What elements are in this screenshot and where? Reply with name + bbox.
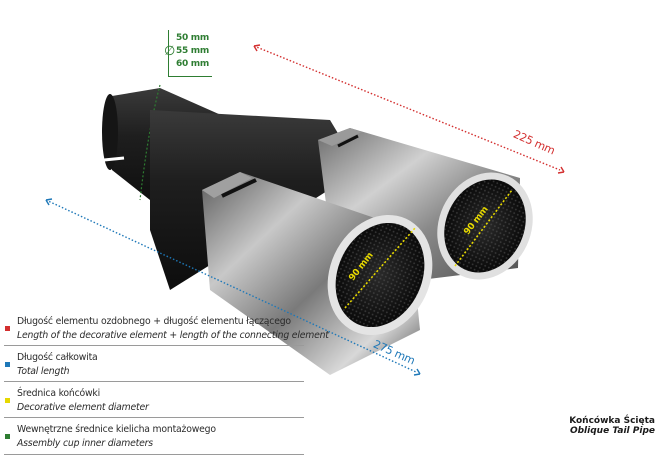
product-caption: Końcówka Ścięta Oblique Tail Pipe bbox=[569, 416, 655, 436]
legend-swatch-green bbox=[5, 434, 10, 439]
legend-item-red: Długość elementu ozdobnego + długość ele… bbox=[4, 313, 329, 346]
legend-swatch-yellow bbox=[5, 398, 10, 403]
diameter-bracket-base bbox=[168, 76, 212, 77]
diameter-bracket bbox=[168, 30, 169, 76]
legend-label-pl: Wewnętrzne średnice kielicha montażowego bbox=[17, 424, 216, 435]
tailpipe-left bbox=[202, 172, 433, 375]
legend-label-pl: Długość elementu ozdobnego + długość ele… bbox=[17, 316, 291, 327]
cup-diameter-value: 55 mm bbox=[176, 46, 209, 56]
tip-diameter-arrow-left bbox=[344, 227, 416, 309]
caption-pl: Końcówka Ścięta bbox=[569, 416, 655, 426]
legend: Długość elementu ozdobnego + długość ele… bbox=[4, 313, 329, 458]
legend-item-blue: Długość całkowita Total length bbox=[4, 349, 304, 382]
total-length-arrow bbox=[45, 199, 417, 373]
legend-label-en: Total length bbox=[17, 366, 70, 377]
legend-label-pl: Długość całkowita bbox=[17, 352, 98, 363]
legend-label-en: Length of the decorative element + lengt… bbox=[17, 330, 329, 341]
legend-label-en: Assembly cup inner diameters bbox=[17, 438, 153, 449]
cup-diameter-value: 50 mm bbox=[176, 33, 209, 43]
connecting-length-arrow bbox=[253, 45, 561, 171]
caption-en: Oblique Tail Pipe bbox=[569, 426, 655, 436]
cup-diameter-marker bbox=[139, 84, 161, 201]
legend-label-pl: Średnica końcówki bbox=[17, 388, 100, 399]
legend-swatch-red bbox=[5, 326, 10, 331]
diameter-symbol-icon: ∅ bbox=[164, 44, 176, 59]
legend-item-green: Wewnętrzne średnice kielicha montażowego… bbox=[4, 421, 304, 455]
product-diagram bbox=[45, 44, 565, 376]
legend-label-en: Decorative element diameter bbox=[17, 402, 149, 413]
legend-swatch-blue bbox=[5, 362, 10, 367]
inlet-opening bbox=[102, 94, 118, 170]
cup-diameters: 50 mm 55 mm 60 mm bbox=[176, 32, 209, 71]
legend-item-yellow: Średnica końcówki Decorative element dia… bbox=[4, 385, 304, 418]
cup-diameter-value: 60 mm bbox=[176, 59, 209, 69]
